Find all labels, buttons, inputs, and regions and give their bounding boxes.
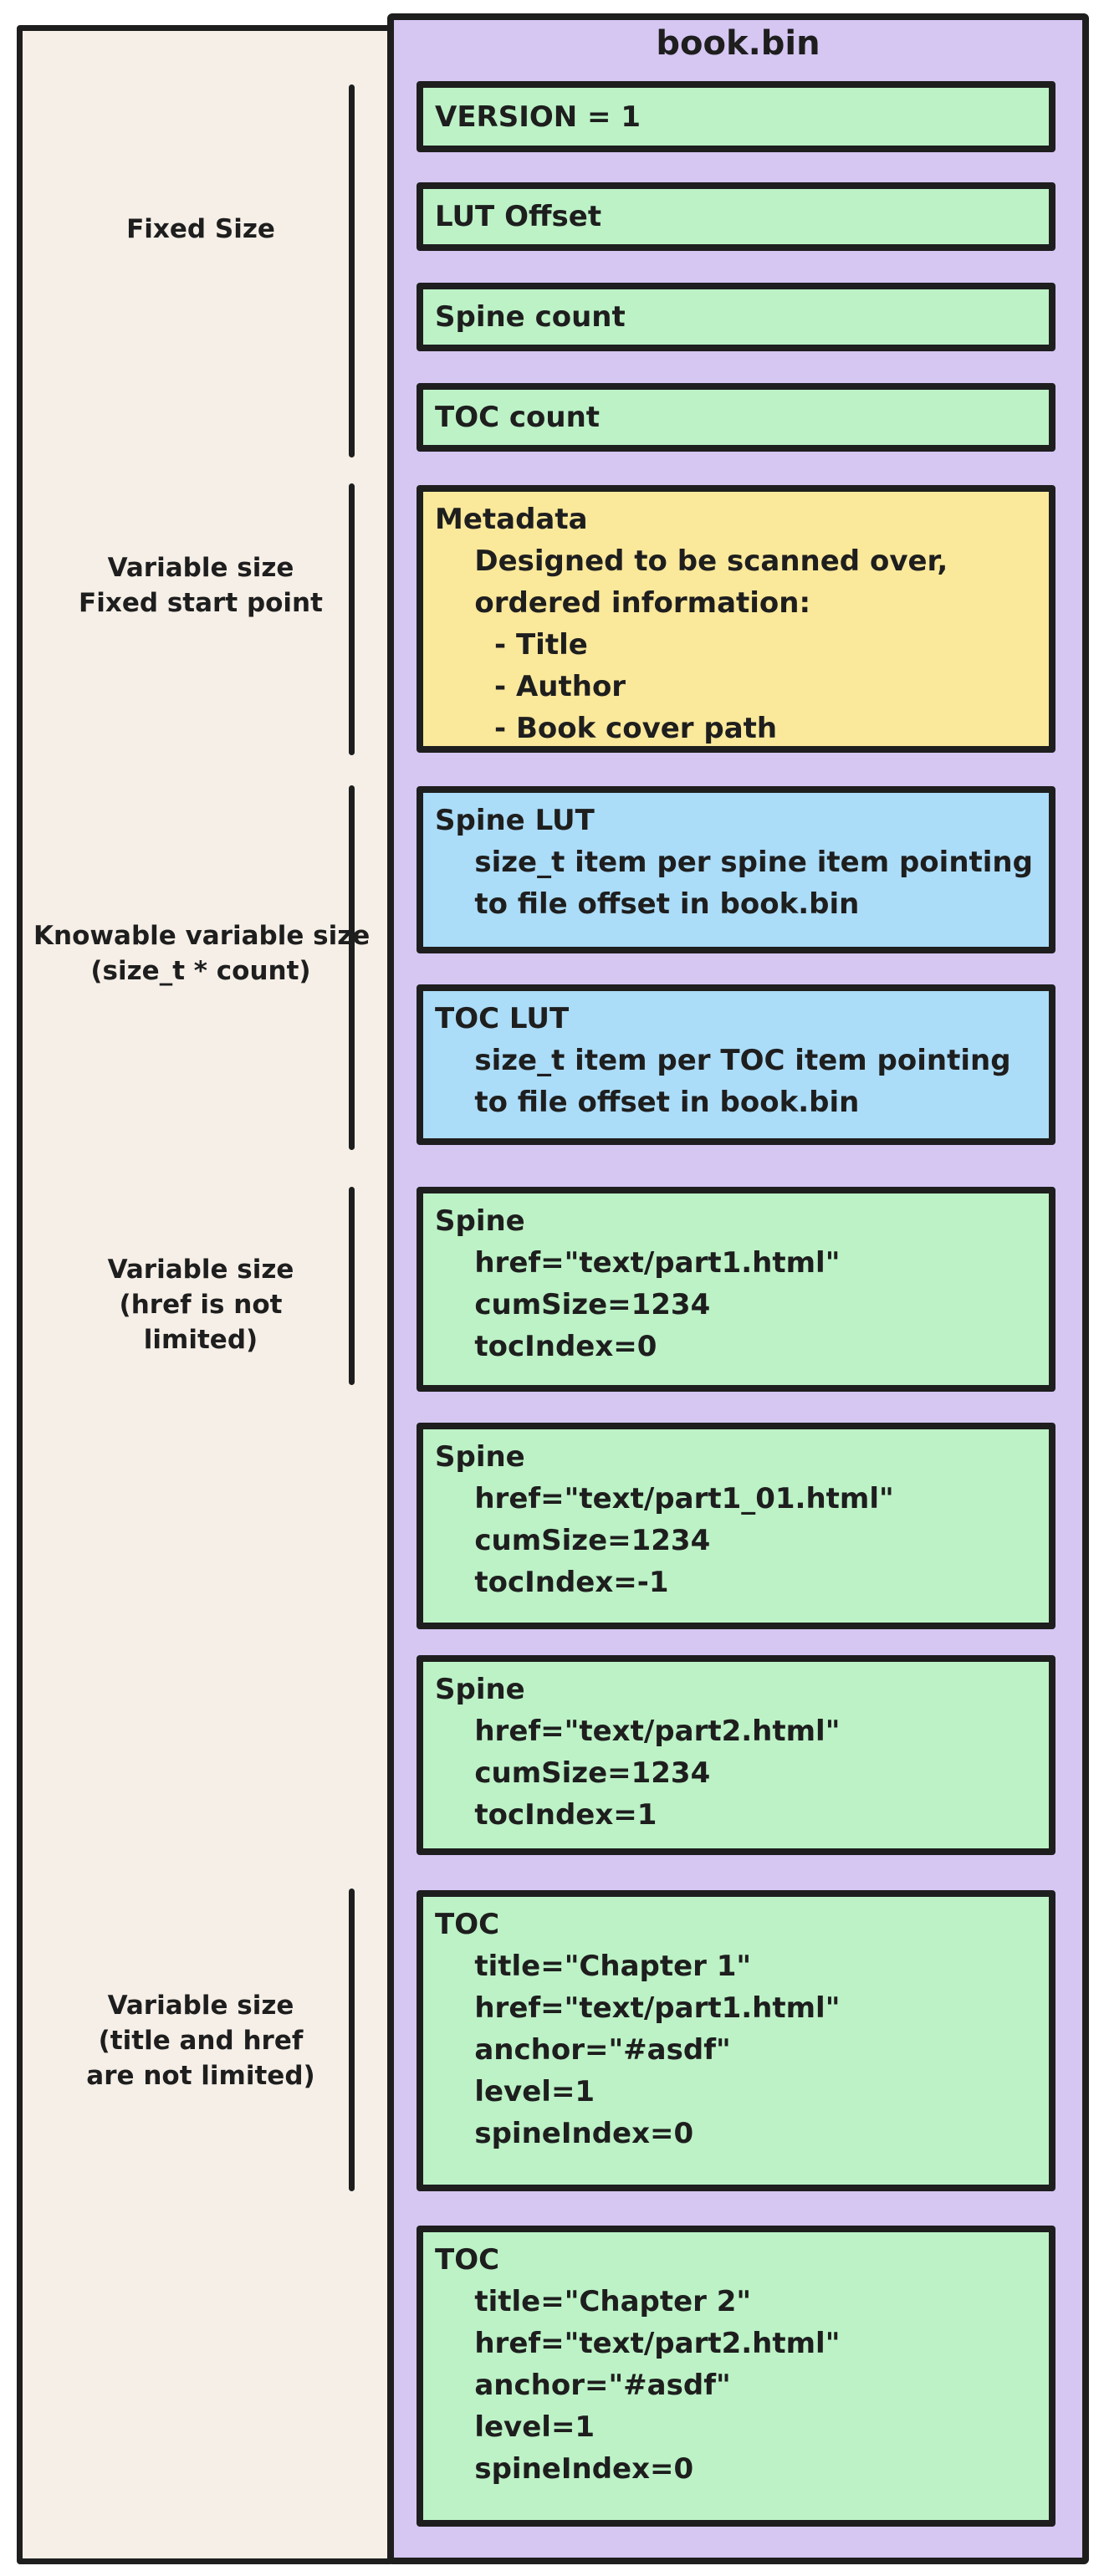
left-label-panel xyxy=(17,25,393,2564)
bracket-variable-size-href xyxy=(349,1187,355,1385)
box-spine-lut: Spine LUT size_t item per spine item poi… xyxy=(417,786,1055,953)
bracket-variable-size-title-href xyxy=(349,1889,355,2191)
label-variable-size-title-href: Variable size (title and href are not li… xyxy=(86,1991,315,2091)
box-spine-1: Spine href="text/part1.html" cumSize=123… xyxy=(417,1187,1055,1392)
diagram-title: book.bin xyxy=(656,24,820,63)
label-variable-size-href: Variable size (href is not limited) xyxy=(107,1255,294,1355)
bracket-knowable-variable-size xyxy=(349,785,355,1150)
box-toc-2: TOC title="Chapter 2" href="text/part2.h… xyxy=(417,2226,1055,2527)
box-lut-offset: LUT Offset xyxy=(417,182,1055,251)
box-spine-2: Spine href="text/part1_01.html" cumSize=… xyxy=(417,1423,1055,1629)
label-fixed-size: Fixed Size xyxy=(126,214,275,244)
box-toc-lut: TOC LUT size_t item per TOC item pointin… xyxy=(417,984,1055,1145)
label-knowable-variable-size: Knowable variable size (size_t * count) xyxy=(33,921,371,986)
bracket-variable-size-fixed-start xyxy=(349,483,355,755)
bracket-fixed-size xyxy=(349,84,355,457)
box-spine-3: Spine href="text/part2.html" cumSize=123… xyxy=(417,1655,1055,1855)
label-variable-size-fixed-start: Variable size Fixed start point xyxy=(79,553,323,618)
box-toc-count: TOC count xyxy=(417,383,1055,452)
box-spine-count: Spine count xyxy=(417,283,1055,351)
box-toc-1: TOC title="Chapter 1" href="text/part1.h… xyxy=(417,1890,1055,2191)
box-version: VERSION = 1 xyxy=(417,81,1055,152)
box-metadata: Metadata Designed to be scanned over, or… xyxy=(417,485,1055,753)
